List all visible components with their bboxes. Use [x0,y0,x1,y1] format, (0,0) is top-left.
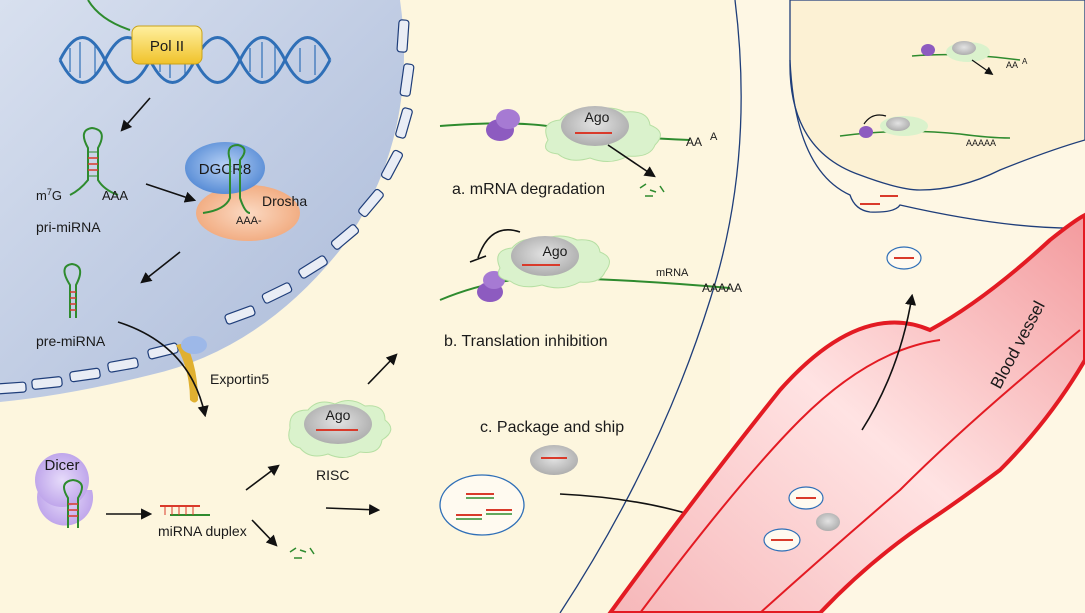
vessel-inner-wall-2 [759,329,1081,613]
inhibition-bar [469,255,487,263]
ago-a-label: Ago [585,109,610,125]
arrow-export [117,321,209,418]
recipient-ago-1 [952,41,976,55]
nuclear-envelope [0,19,415,395]
pre-mirna-hairpin [63,262,82,318]
recipient-tail-2: AAAAA [966,138,996,148]
exportin5 [176,343,198,403]
nascent-rna [87,0,131,31]
arrow-degradation [607,144,656,178]
recipient-ribosome-1 [921,44,935,56]
dna-rungs [69,42,316,78]
pri-polya-label: AAA [102,188,128,203]
dgcr8-body [185,142,265,194]
arrow-to-degraded [251,519,278,547]
arrow-pre [140,251,181,284]
tail-aa-a: AA [686,135,702,149]
ribosome-a-large [496,109,520,129]
ago-a [561,106,629,146]
recipient-ribosome-2 [859,126,873,138]
arrow-risc-right [325,504,381,516]
recipient-cell-lower [789,59,1085,229]
vessel-ago [816,513,840,531]
recipient-ago-2 [886,117,910,131]
risc-ago [304,404,372,444]
pri-mirna-hairpin [69,126,119,196]
tail-a-a: A [710,131,718,143]
pol2-box [131,25,203,65]
mrna-label: mRNA [656,267,689,279]
arrow-uptake [861,293,917,431]
recipient-cell [789,0,1085,191]
risc-label: RISC [316,467,349,483]
degraded-mrna-a [639,183,665,197]
free-ago-c [530,445,578,475]
recipient-arrow-1 [971,59,994,75]
drosha-tail-label: AAA- [236,215,262,227]
cell-membrane [559,0,742,613]
step-b-label: b. Translation inhibition [444,333,608,350]
ago-b-label: Ago [543,243,568,259]
dgcr8-label: DGCR8 [199,161,252,178]
exportin5-label: Exportin5 [210,371,269,387]
recipient-tail-1b: A [1022,57,1028,66]
drosha-rna [202,143,251,214]
arrow-to-risc [245,464,280,491]
dicer-body [35,453,89,507]
arrow-transcription [120,97,151,132]
pre-mirna-label: pre-miRNA [36,333,106,349]
exosome-c [439,474,525,536]
pri-mirna-label: pri-miRNA [36,219,101,235]
dicer-label: Dicer [44,457,79,474]
blood-vessel [607,212,1085,613]
exosome-cargo-c [456,493,512,520]
risc-ago-label: Ago [326,407,351,423]
recipient-inhibition [863,114,887,125]
mirna-duplex [160,505,210,516]
step-c-label: c. Package and ship [480,419,624,436]
recipient-tail-1: AA [1006,60,1018,70]
degraded-strand [289,547,315,559]
step-a-label: a. mRNA degradation [452,181,605,198]
pol2-label: Pol II [150,38,184,55]
m7g-label: m7G [36,187,62,203]
exportin5-cap [181,336,207,354]
drosha-label: Drosha [262,193,307,209]
vessel-inner-wall [639,339,941,613]
inhibition-arrow [477,229,521,259]
arrow-drosha [145,183,197,203]
tail-aaaaa-b: AAAAA [702,281,742,295]
arrow-risc-up [367,353,398,385]
dicer-hairpin [63,478,83,528]
duplex-label: miRNA duplex [158,523,247,539]
